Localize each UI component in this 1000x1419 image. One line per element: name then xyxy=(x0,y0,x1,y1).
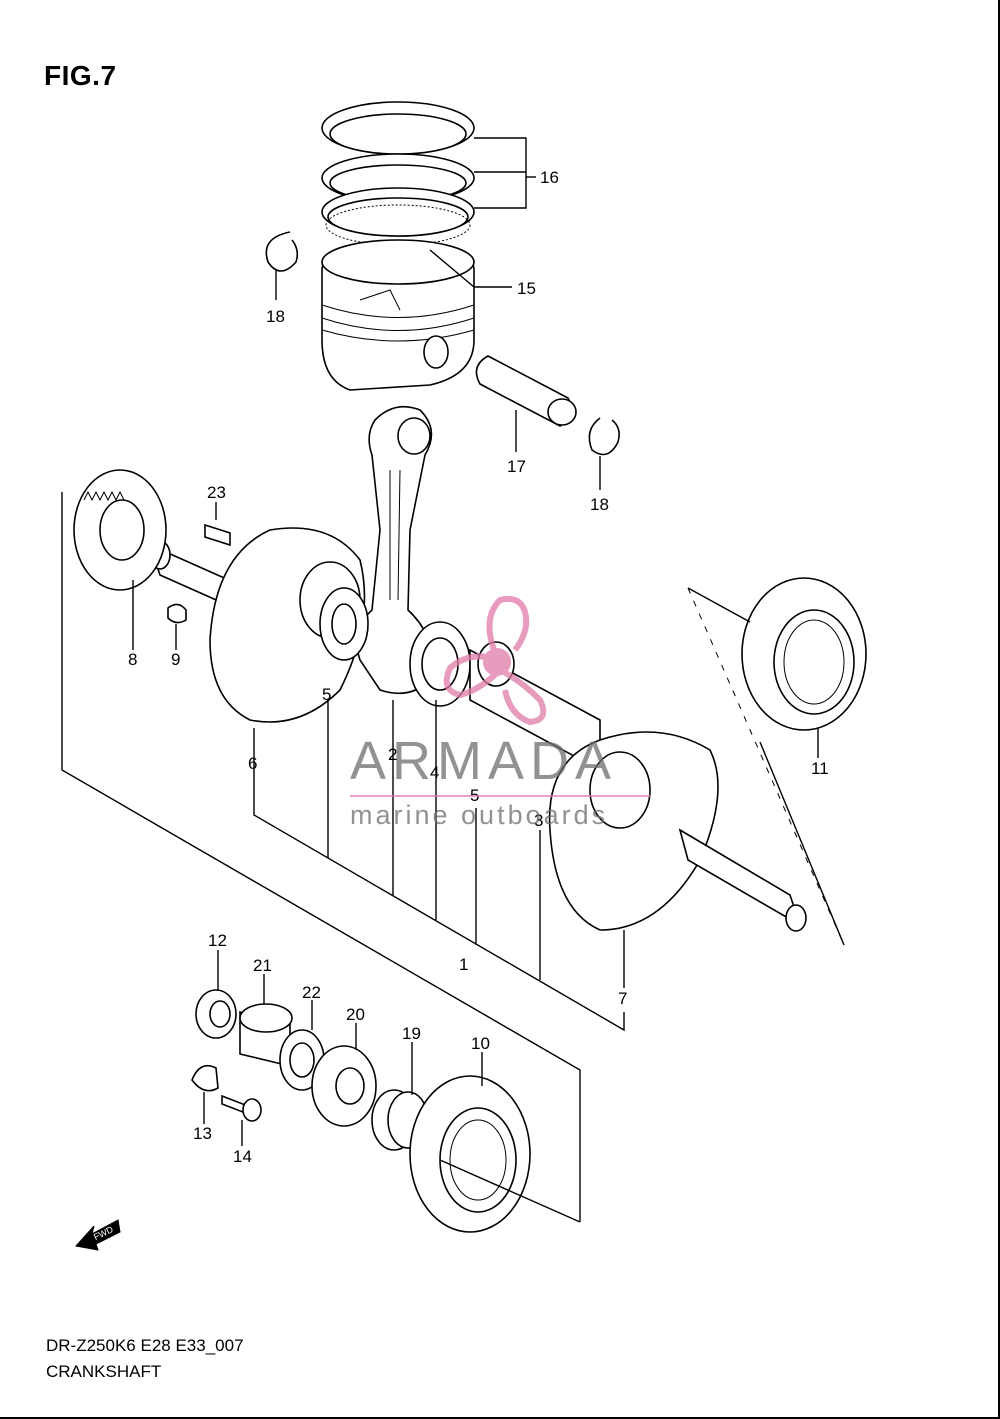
circlip-left xyxy=(265,231,299,272)
callout-7: 7 xyxy=(618,989,627,1008)
figure-title: FIG.7 xyxy=(44,60,117,91)
circlip-right xyxy=(588,417,620,456)
callout-1: 1 xyxy=(459,955,468,974)
callout-9: 9 xyxy=(171,650,180,669)
fwd-arrow-icon: FWD xyxy=(75,1219,121,1251)
main-bearing-right xyxy=(741,577,867,731)
callout-10: 10 xyxy=(471,1034,490,1053)
callout-22: 22 xyxy=(302,983,321,1002)
callout-16: 16 xyxy=(540,168,559,187)
callout-15: 15 xyxy=(517,279,536,298)
watermark-brand: ARMADA xyxy=(350,731,618,791)
callout-13: 13 xyxy=(193,1124,212,1143)
callout-6: 6 xyxy=(248,754,257,773)
callout-21: 21 xyxy=(253,956,272,975)
dowel-pin-9 xyxy=(167,603,187,624)
callout-17: 17 xyxy=(507,457,526,476)
callout-2: 2 xyxy=(388,745,397,764)
piston xyxy=(321,239,475,391)
callout-5a: 5 xyxy=(322,685,331,704)
callout-11: 11 xyxy=(811,759,829,778)
callout-20: 20 xyxy=(346,1005,365,1024)
watermark-rule xyxy=(350,795,650,797)
watermark-tagline: marine outboards xyxy=(350,800,609,830)
callout-4: 4 xyxy=(430,763,439,782)
callout-23: 23 xyxy=(207,483,226,502)
plate-13 xyxy=(191,1064,219,1092)
timing-sprocket xyxy=(73,469,167,591)
model-code: DR-Z250K6 E28 E33_007 xyxy=(46,1336,244,1355)
watermark-logo-icon xyxy=(443,595,547,726)
main-bearing-left xyxy=(409,1075,531,1233)
piston-rings xyxy=(321,101,475,246)
crank-web-right xyxy=(548,731,807,932)
connecting-rod xyxy=(356,405,434,695)
oil-seal-12 xyxy=(195,989,237,1039)
footer: DR-Z250K6 E28 E33_007 CRANKSHAFT xyxy=(46,1333,244,1385)
needle-bearing xyxy=(409,621,471,707)
primary-gear-20 xyxy=(311,1045,377,1127)
piston-pin xyxy=(475,355,577,427)
callout-12: 12 xyxy=(208,931,227,950)
callout-18a: 18 xyxy=(266,307,285,326)
callout-8: 8 xyxy=(128,650,137,669)
screw-14 xyxy=(221,1094,262,1122)
callout-19: 19 xyxy=(402,1024,421,1043)
callout-14: 14 xyxy=(233,1147,252,1166)
section-name: CRANKSHAFT xyxy=(46,1362,162,1381)
callout-3: 3 xyxy=(534,811,543,830)
callout-18b: 18 xyxy=(590,495,609,514)
woodruff-key-23 xyxy=(204,523,231,547)
